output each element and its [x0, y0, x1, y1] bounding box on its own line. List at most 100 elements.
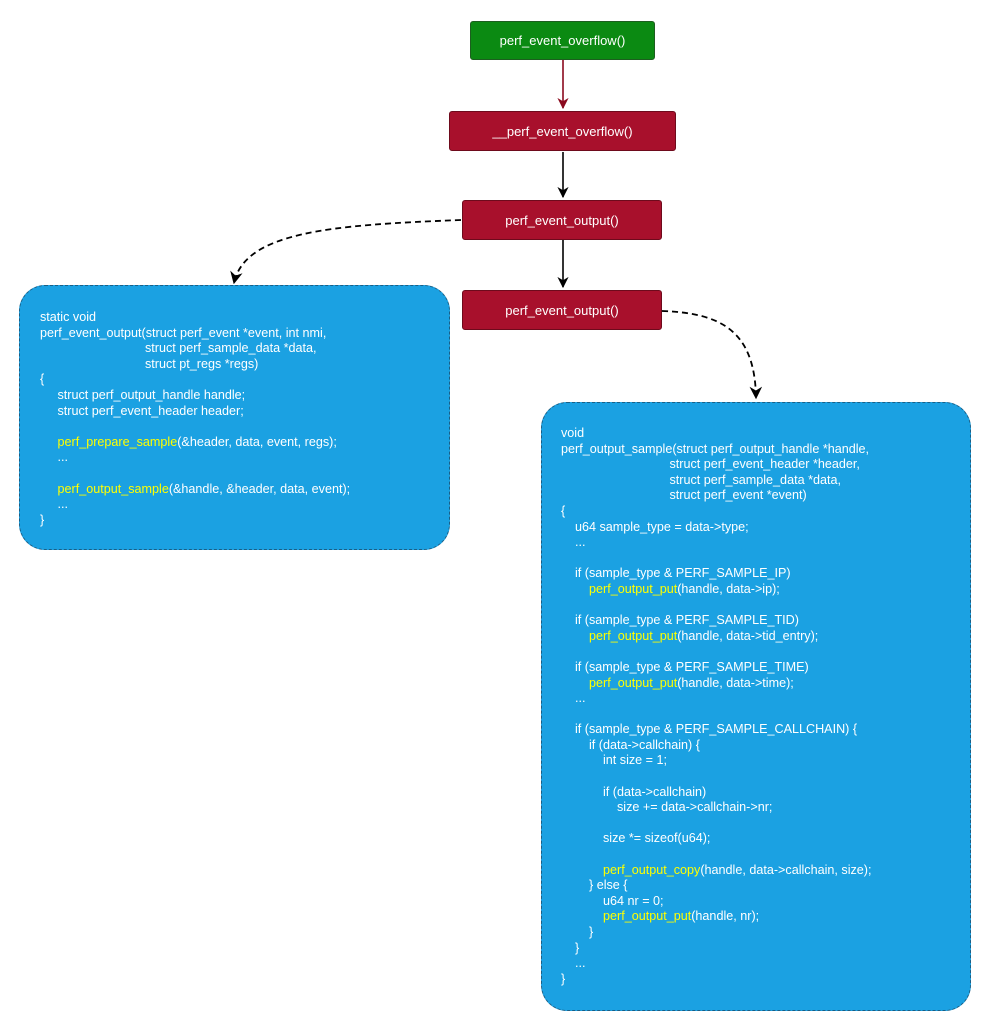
code-line: [40, 419, 449, 435]
inner-perf-event-overflow-node: __perf_event_overflow(): [449, 111, 676, 151]
code-line: perf_output_put(handle, data->ip);: [561, 582, 970, 598]
code-text: (handle, data->callchain, size);: [700, 862, 872, 877]
code-text: void: [561, 426, 585, 440]
highlighted-function-call: perf_output_put: [589, 628, 678, 643]
code-text: (handle, data->ip);: [677, 581, 780, 596]
code-line: if (sample_type & PERF_SAMPLE_IP): [561, 566, 970, 582]
code-line: struct perf_event_header *header,: [561, 457, 970, 473]
perf-event-output-node-b: perf_event_output(): [462, 290, 662, 330]
code-line: [561, 551, 970, 567]
code-line: size += data->callchain->nr;: [561, 800, 970, 816]
code-text: ...: [561, 691, 586, 706]
code-text: [40, 435, 58, 449]
code-line: struct perf_event_header header;: [40, 404, 449, 420]
code-text: (handle, nr);: [691, 909, 760, 924]
perf-event-output-node-a: perf_event_output(): [462, 200, 662, 240]
code-line: struct pt_regs *regs): [40, 357, 449, 373]
code-line: static void: [40, 310, 449, 326]
code-text: u64 sample_type = data->type;: [561, 519, 749, 534]
code-text: struct perf_output_handle handle;: [40, 387, 246, 402]
code-text: perf_event_output(struct perf_event *eve…: [40, 325, 327, 340]
highlighted-function-call: perf_output_put: [589, 675, 678, 690]
code-line: void: [561, 426, 970, 442]
code-line: u64 sample_type = data->type;: [561, 520, 970, 536]
code-line: ...: [40, 450, 449, 466]
code-text: ...: [561, 535, 586, 550]
code-line: {: [40, 372, 449, 388]
code-line: ...: [40, 497, 449, 513]
code-text: size += data->callchain->nr;: [561, 800, 773, 815]
highlighted-function-call: perf_output_put: [603, 909, 692, 924]
code-text: }: [40, 512, 45, 527]
code-text: [561, 582, 589, 596]
code-text: ...: [40, 497, 68, 512]
code-line: }: [40, 513, 449, 529]
code-text: (&header, data, event, regs);: [177, 434, 337, 449]
code-text: size *= sizeof(u64);: [561, 831, 711, 846]
code-line: [561, 707, 970, 723]
code-text: }: [561, 925, 594, 939]
code-line: [561, 644, 970, 660]
code-text: if (data->callchain): [561, 784, 707, 799]
highlighted-function-call: perf_output_sample: [57, 481, 169, 496]
code-line: [561, 847, 970, 863]
code-line: perf_event_output(struct perf_event *eve…: [40, 326, 449, 342]
code-line: if (data->callchain) {: [561, 738, 970, 754]
code-text: (handle, data->time);: [677, 675, 794, 690]
code-line: struct perf_sample_data *data,: [561, 473, 970, 489]
highlighted-function-call: perf_output_put: [589, 581, 678, 596]
code-line: u64 nr = 0;: [561, 894, 970, 910]
code-line: struct perf_sample_data *data,: [40, 341, 449, 357]
code-line: perf_output_put(handle, nr);: [561, 909, 970, 925]
arrow-output-b-to-right-code: [661, 310, 763, 400]
code-text: ...: [40, 450, 68, 465]
code-line: ...: [561, 535, 970, 551]
code-text: perf_output_sample(struct perf_output_ha…: [561, 441, 870, 456]
code-line: perf_output_sample(&handle, &header, dat…: [40, 482, 449, 498]
code-line: perf_output_put(handle, data->time);: [561, 676, 970, 692]
code-line: }: [561, 972, 970, 988]
code-text: if (sample_type & PERF_SAMPLE_TIME): [561, 659, 809, 674]
code-line: if (sample_type & PERF_SAMPLE_TIME): [561, 660, 970, 676]
code-line: struct perf_output_handle handle;: [40, 388, 449, 404]
code-text: u64 nr = 0;: [561, 893, 664, 908]
arrow-output-a-to-left-code: [230, 219, 462, 285]
inner-perf-event-overflow-label: __perf_event_overflow(): [492, 123, 633, 139]
code-text: }: [561, 971, 566, 986]
code-line: perf_prepare_sample(&header, data, event…: [40, 435, 449, 451]
code-text: if (sample_type & PERF_SAMPLE_TID): [561, 613, 799, 628]
code-line: }: [561, 941, 970, 957]
code-text: struct perf_event_header *header,: [561, 457, 860, 472]
code-text: int size = 1;: [561, 753, 668, 768]
code-text: if (sample_type & PERF_SAMPLE_CALLCHAIN)…: [561, 722, 858, 737]
code-line: perf_output_put(handle, data->tid_entry)…: [561, 629, 970, 645]
code-line: [561, 598, 970, 614]
code-line: [561, 816, 970, 832]
code-text: static void: [40, 310, 96, 324]
code-text: [561, 629, 589, 643]
code-text: struct perf_sample_data *data,: [561, 472, 841, 487]
code-text: (&handle, &header, data, event);: [168, 481, 351, 496]
perf-event-overflow-node: perf_event_overflow(): [470, 21, 655, 60]
code-text: [561, 909, 603, 923]
highlighted-function-call: perf_prepare_sample: [57, 434, 178, 449]
code-line: int size = 1;: [561, 753, 970, 769]
perf-event-output-label-b: perf_event_output(): [505, 302, 619, 318]
code-line: if (sample_type & PERF_SAMPLE_TID): [561, 613, 970, 629]
code-text: {: [40, 372, 45, 387]
code-line: ...: [561, 691, 970, 707]
code-line: } else {: [561, 878, 970, 894]
highlighted-function-call: perf_output_copy: [603, 862, 701, 877]
code-line: struct perf_event *event): [561, 488, 970, 504]
code-line: size *= sizeof(u64);: [561, 831, 970, 847]
code-line: [561, 769, 970, 785]
code-line: }: [561, 925, 970, 941]
code-line: perf_output_copy(handle, data->callchain…: [561, 863, 970, 879]
code-text: if (data->callchain) {: [561, 737, 700, 752]
code-text: } else {: [561, 878, 628, 893]
